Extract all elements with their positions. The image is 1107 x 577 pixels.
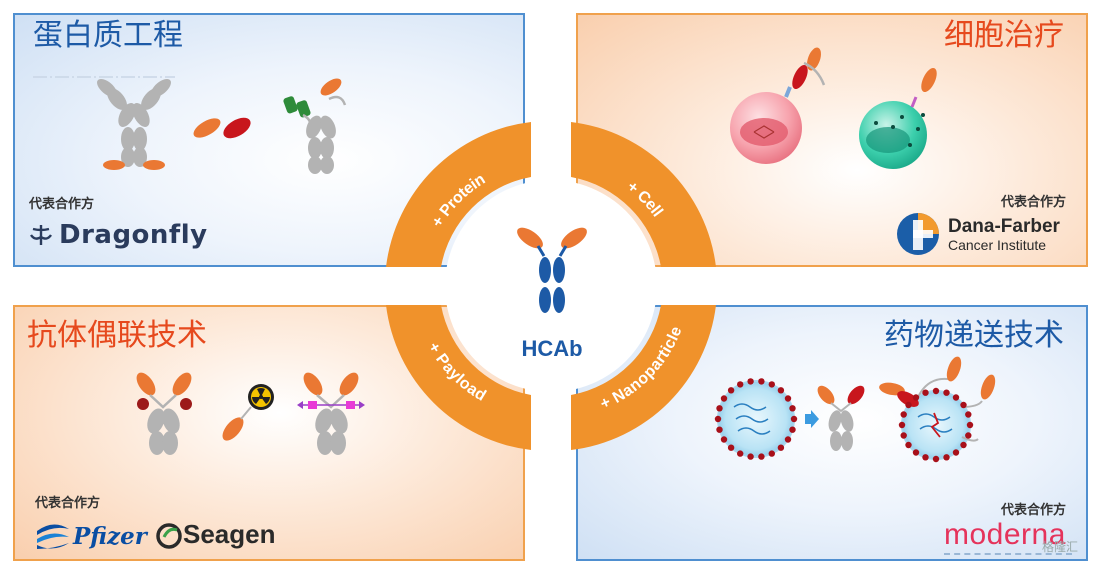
panel-title: 药物递送技术 bbox=[884, 318, 1064, 353]
ring-segment-protein bbox=[386, 122, 531, 267]
lipid-head-dot bbox=[932, 387, 940, 395]
dragonfly-logo: Dragonfly bbox=[27, 220, 208, 250]
lipid-head-dot bbox=[952, 394, 960, 401]
conjugated-antibody-icon bbox=[297, 372, 365, 455]
lipid-head-dot bbox=[737, 450, 744, 457]
lipid-head-dot bbox=[758, 453, 765, 460]
lipid-head-dot bbox=[758, 378, 765, 385]
lipid-head-dot bbox=[912, 449, 920, 456]
panel-title: 抗体偶联技术 bbox=[27, 318, 207, 353]
lipid-head-dot bbox=[966, 421, 974, 429]
lipid-head-dot bbox=[720, 436, 728, 443]
lipid-head-dot bbox=[900, 432, 907, 439]
panel-cell-therapy: 细胞治疗 bbox=[576, 13, 1088, 267]
pfizer-wordmark: Pfizer bbox=[73, 522, 147, 550]
partner-label: 代表合作方 bbox=[35, 496, 101, 511]
moderna-underline bbox=[944, 553, 1072, 557]
hcab-antibody-icon bbox=[817, 385, 865, 451]
lipid-head-dot bbox=[777, 387, 785, 394]
lipid-head-dot bbox=[716, 426, 723, 433]
lipid-head-dot bbox=[789, 426, 796, 433]
panel-protein-engineering: 蛋白质工程 bbox=[13, 13, 525, 267]
lipid-head-dot bbox=[922, 389, 929, 396]
adc-illustrations bbox=[136, 372, 365, 455]
dana-farber-line2: Cancer Institute bbox=[948, 236, 1047, 253]
dragonfly-mark-icon bbox=[30, 225, 52, 245]
lipid-head-dot bbox=[790, 415, 798, 423]
cell-therapy-illustrations bbox=[730, 47, 937, 169]
seagen-logo: Seagen bbox=[155, 519, 276, 550]
arrow-right-icon bbox=[805, 410, 819, 428]
lipid-head-dot bbox=[727, 387, 735, 394]
lipid-head-dot bbox=[960, 401, 967, 409]
lipid-head-dot bbox=[789, 405, 796, 412]
lipid-nanoparticle-icon bbox=[714, 378, 798, 460]
lipid-head-dot bbox=[784, 395, 792, 402]
moderna-wordmark: moderna bbox=[944, 518, 1066, 551]
panel-drug-delivery: 药物递送技术 bbox=[576, 305, 1088, 561]
car-t-cell-icon bbox=[730, 47, 826, 164]
radioactive-payload-icon bbox=[222, 384, 274, 441]
lipid-head-dot bbox=[905, 441, 912, 449]
scfv-fragment-icon bbox=[193, 117, 251, 139]
lipid-head-dot bbox=[714, 415, 722, 423]
lipid-head-dot bbox=[943, 454, 950, 461]
lipid-head-dot bbox=[768, 450, 775, 457]
lipid-head-dot bbox=[905, 401, 912, 409]
protein-illustrations bbox=[33, 76, 347, 174]
targeted-nanoparticle-icon bbox=[879, 356, 996, 463]
lipid-head-dot bbox=[932, 455, 940, 463]
lipid-head-dot bbox=[716, 405, 723, 412]
dana-farber-mark-icon bbox=[897, 213, 939, 255]
ring-segment-cell bbox=[571, 122, 716, 267]
partner-label: 代表合作方 bbox=[1000, 195, 1066, 210]
lipid-head-dot bbox=[747, 453, 754, 460]
partner-label: 代表合作方 bbox=[29, 197, 95, 212]
lipid-head-dot bbox=[900, 411, 907, 418]
pfizer-logo: Pfizer bbox=[35, 519, 147, 553]
hcab-center-antibody-icon bbox=[517, 227, 587, 313]
car-nk-cell-icon bbox=[859, 67, 937, 169]
watermark: 格隆汇 bbox=[1041, 540, 1078, 554]
pfizer-mark-icon bbox=[37, 524, 69, 549]
dragonfly-wordmark: Dragonfly bbox=[59, 220, 208, 250]
lipid-head-dot bbox=[912, 394, 920, 401]
ring-segment-payload bbox=[386, 305, 531, 450]
panel-title: 细胞治疗 bbox=[944, 18, 1064, 53]
lipid-head-dot bbox=[737, 381, 744, 388]
lipid-head-dot bbox=[960, 441, 967, 449]
delivery-illustrations bbox=[714, 356, 996, 463]
partner-label: 代表合作方 bbox=[1000, 503, 1066, 518]
adc-antibody-icon bbox=[136, 372, 192, 455]
panel-title: 蛋白质工程 bbox=[33, 18, 183, 53]
lipid-head-dot bbox=[768, 381, 775, 388]
lipid-head-dot bbox=[747, 378, 754, 385]
lipid-head-dot bbox=[720, 395, 728, 402]
lipid-head-dot bbox=[777, 444, 785, 451]
lipid-head-dot bbox=[952, 449, 960, 456]
lipid-head-dot bbox=[943, 389, 950, 396]
moderna-logo: moderna bbox=[944, 518, 1072, 557]
lipid-head-dot bbox=[727, 444, 735, 451]
dana-farber-logo: Dana-Farber Cancer Institute bbox=[896, 212, 1060, 256]
engineered-antibody-icon bbox=[283, 78, 347, 174]
lipid-head-dot bbox=[922, 454, 929, 461]
lipid-head-dot bbox=[898, 421, 906, 429]
dana-farber-line1: Dana-Farber bbox=[948, 215, 1060, 237]
bispecific-antibody-icon bbox=[97, 79, 171, 170]
seagen-wordmark: Seagen bbox=[183, 519, 276, 549]
lipid-head-dot bbox=[784, 436, 792, 443]
lipid-head-dot bbox=[965, 411, 972, 418]
ring-segment-nanoparticle bbox=[571, 305, 716, 450]
hcab-label: HCAb bbox=[521, 336, 582, 361]
seagen-mark-icon bbox=[156, 522, 182, 549]
lipid-head-dot bbox=[965, 432, 972, 439]
